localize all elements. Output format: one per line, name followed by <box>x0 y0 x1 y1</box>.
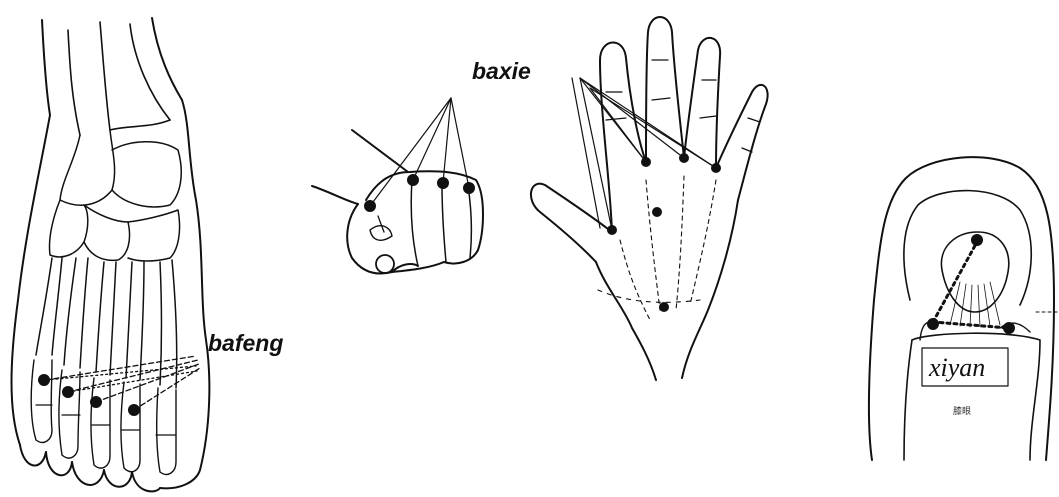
hand-point <box>652 207 662 217</box>
hand-point <box>659 302 669 312</box>
bafeng-point <box>90 396 102 408</box>
hand-illustration <box>531 17 768 380</box>
fist-point <box>364 200 376 212</box>
baxie-point <box>711 163 721 173</box>
baxie-point <box>641 157 651 167</box>
bafeng-label: bafeng <box>208 330 283 356</box>
foot-illustration <box>12 18 210 491</box>
fist-point <box>463 182 475 194</box>
xiyan-chinese-label: 膝眼 <box>953 405 971 417</box>
xiyan-point <box>927 318 939 330</box>
bafeng-point <box>128 404 140 416</box>
fist-pointer-lines <box>370 98 469 206</box>
knee-point <box>971 234 983 246</box>
bafeng-point <box>38 374 50 386</box>
bafeng-point <box>62 386 74 398</box>
baxie-point <box>607 225 617 235</box>
fist-point <box>407 174 419 186</box>
xiyan-label: xiyan <box>928 353 985 382</box>
baxie-label: baxie <box>472 58 531 84</box>
fist-point <box>437 177 449 189</box>
xiyan-point <box>1003 322 1015 334</box>
fist-illustration <box>312 130 483 273</box>
baxie-point <box>679 153 689 163</box>
